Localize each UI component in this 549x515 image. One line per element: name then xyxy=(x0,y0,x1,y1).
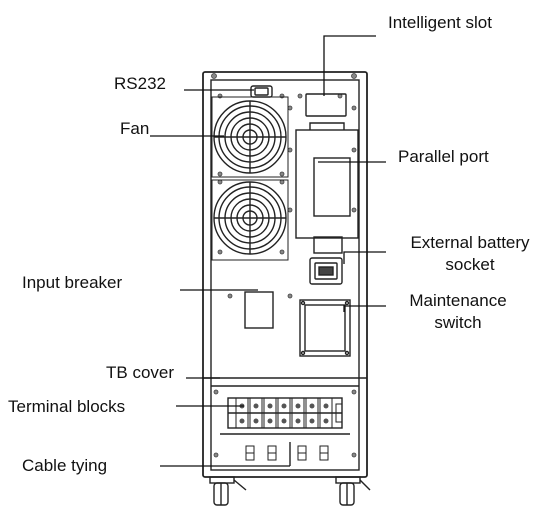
rs232-port xyxy=(250,85,273,98)
maintenance-switch xyxy=(299,299,351,357)
label-external-battery-socket-line1: External battery xyxy=(410,233,530,252)
input-breaker xyxy=(244,291,274,329)
label-maintenance-switch-line1: Maintenance xyxy=(409,291,507,310)
label-input-breaker: Input breaker xyxy=(22,273,123,292)
cable-tying xyxy=(245,445,329,461)
label-maintenance-switch-line2: switch xyxy=(434,313,482,332)
leader-external-battery-socket xyxy=(343,251,386,264)
cabinet-inner-panel xyxy=(210,79,360,471)
external-battery-socket xyxy=(309,236,343,285)
label-rs232: RS232 xyxy=(114,74,166,93)
cabinet-outline xyxy=(202,71,368,478)
screws xyxy=(211,73,357,458)
label-maintenance-switch: Maintenance switch xyxy=(392,290,524,334)
caster-right xyxy=(335,476,371,506)
label-intelligent-slot: Intelligent slot xyxy=(388,13,492,32)
caster-left xyxy=(209,476,247,506)
label-external-battery-socket: External battery socket xyxy=(392,232,548,276)
label-terminal-blocks: Terminal blocks xyxy=(8,397,126,416)
label-cable-tying: Cable tying xyxy=(22,456,108,475)
label-external-battery-socket-line2: socket xyxy=(445,255,495,274)
label-tb-cover: TB cover xyxy=(106,363,175,382)
fan-upper xyxy=(211,96,289,178)
label-parallel-port: Parallel port xyxy=(398,147,489,166)
intelligent-slot xyxy=(305,93,347,117)
parallel-port xyxy=(295,122,359,239)
leader-maintenance-switch xyxy=(343,305,386,312)
leader-intelligent-slot xyxy=(323,35,376,96)
terminal-blocks xyxy=(220,397,350,435)
label-fan: Fan xyxy=(120,119,150,138)
fan-lower xyxy=(211,179,289,261)
